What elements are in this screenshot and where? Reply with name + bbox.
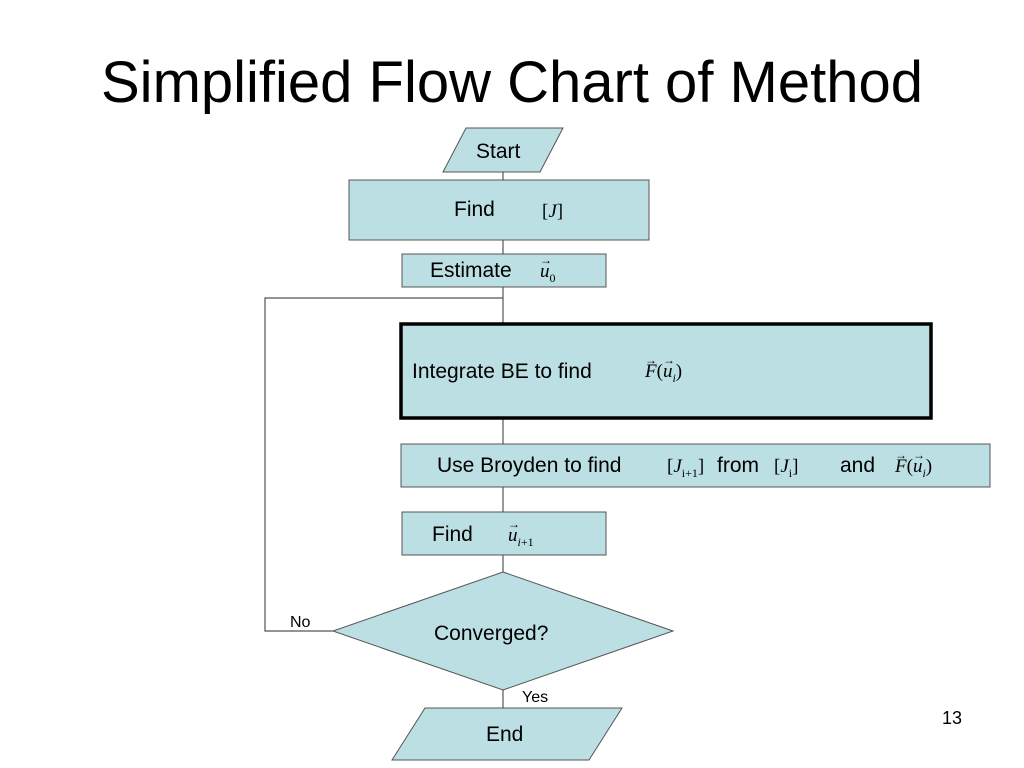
- end-node: [391, 707, 623, 761]
- connectors: [264, 172, 504, 708]
- integrate-math: F(ui): [645, 347, 682, 386]
- find-j-math: [J]: [542, 201, 564, 222]
- estimate-box: [401, 253, 607, 288]
- broyden-math-j: [Ji]: [774, 456, 799, 480]
- estimate-math: u0: [540, 247, 556, 286]
- integrate-label: Integrate BE to find: [412, 360, 592, 383]
- estimate-label: Estimate: [430, 259, 512, 282]
- broyden-from-label: from: [717, 454, 759, 477]
- converged-decision: [331, 571, 675, 691]
- page-number: 13: [941, 708, 962, 728]
- broyden-label: Use Broyden to find: [437, 454, 622, 477]
- broyden-math-f: F(ui): [895, 442, 932, 481]
- find-j-label: Find: [454, 198, 495, 221]
- find-j-box: [348, 179, 650, 241]
- find-u-math: ui+1: [508, 511, 534, 550]
- no-edge-label: No: [290, 614, 311, 631]
- converged-label: Converged?: [434, 622, 549, 645]
- slide-title: Simplified Flow Chart of Method: [101, 50, 923, 115]
- broyden-and-label: and: [840, 454, 876, 477]
- end-label: End: [486, 723, 524, 746]
- broyden-math-j-next: [Ji+1]: [667, 456, 705, 480]
- broyden-box: [400, 443, 991, 488]
- find-u-box: [401, 511, 607, 556]
- yes-edge-label: Yes: [522, 689, 549, 706]
- start-node: [442, 127, 564, 173]
- loop-back-line: [264, 297, 503, 632]
- find-u-label: Find: [432, 523, 473, 546]
- start-label: Start: [476, 140, 521, 163]
